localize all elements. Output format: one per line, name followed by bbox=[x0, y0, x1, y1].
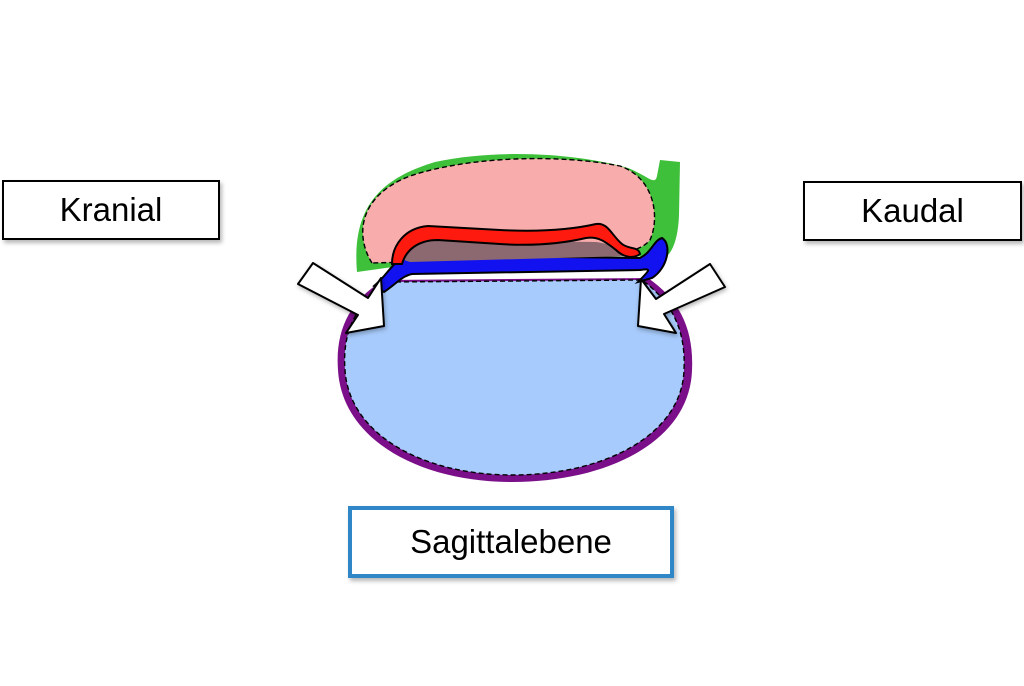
yolk-sac bbox=[343, 279, 685, 476]
label-kaudal: Kaudal bbox=[803, 181, 1022, 241]
label-kranial: Kranial bbox=[2, 180, 220, 240]
arrow-left bbox=[297, 262, 385, 334]
label-kranial-text: Kranial bbox=[59, 191, 163, 228]
mesoderm-layer bbox=[398, 240, 630, 262]
label-kaudal-text: Kaudal bbox=[861, 192, 964, 229]
arrow-right bbox=[637, 263, 726, 334]
label-sagittalebene-text: Sagittalebene bbox=[410, 523, 612, 560]
endoderm-layer bbox=[390, 222, 642, 265]
label-sagittalebene: Sagittalebene bbox=[348, 506, 674, 578]
